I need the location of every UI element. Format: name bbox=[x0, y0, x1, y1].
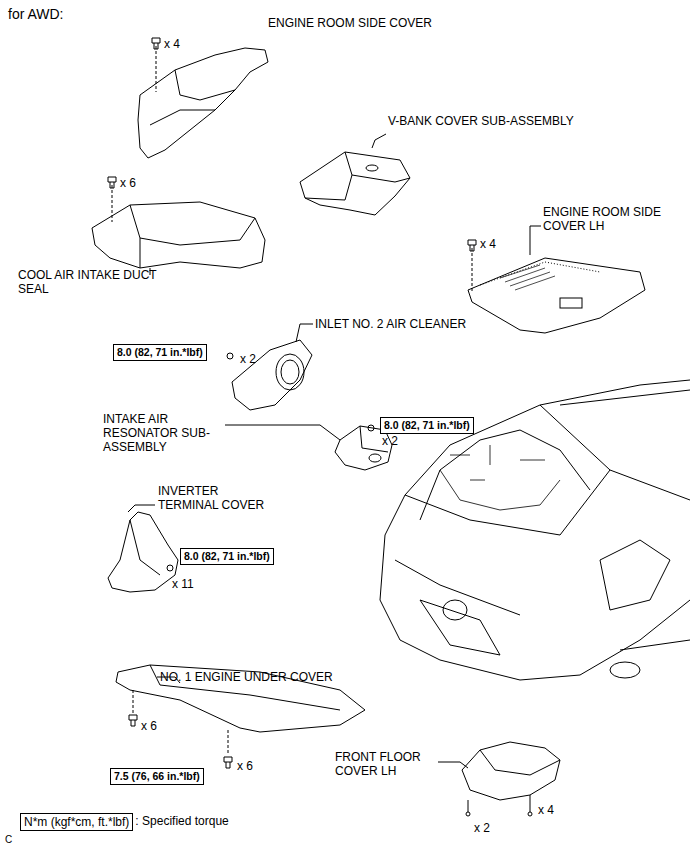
torque-box: 8.0 (82, 71 in.*lbf) bbox=[180, 548, 274, 565]
part-label: NO. 1 ENGINE UNDER COVER bbox=[160, 670, 333, 684]
part-label: : Specified torque bbox=[135, 814, 228, 828]
part-label: INTAKE AIR RESONATOR SUB-ASSEMBLY bbox=[103, 412, 228, 454]
quantity-label: x 11 bbox=[172, 577, 194, 591]
part-label: ENGINE ROOM SIDE COVER LH bbox=[543, 205, 668, 233]
part-label: ENGINE ROOM SIDE COVER bbox=[268, 16, 432, 30]
torque-value: N*m (kgf*cm, ft.*lbf) bbox=[24, 815, 129, 829]
torque-value: 8.0 (82, 71 in.*lbf) bbox=[117, 346, 203, 358]
quantity-label: x 2 bbox=[382, 434, 398, 448]
part-label: for AWD: bbox=[8, 6, 64, 22]
quantity-label: x 4 bbox=[480, 237, 496, 251]
quantity-label: x 6 bbox=[141, 719, 157, 733]
torque-value: 8.0 (82, 71 in.*lbf) bbox=[184, 550, 270, 562]
part-label: INLET NO. 2 AIR CLEANER bbox=[315, 317, 466, 331]
part-label: V-BANK COVER SUB-ASSEMBLY bbox=[388, 114, 574, 128]
part-label: COOL AIR INTAKE DUCT SEAL bbox=[18, 268, 168, 296]
part-label: FRONT FLOOR COVER LH bbox=[335, 750, 435, 778]
quantity-label: x 6 bbox=[120, 176, 136, 190]
torque-box: 7.5 (76, 66 in.*lbf) bbox=[110, 768, 204, 785]
torque-value: 8.0 (82, 71 in.*lbf) bbox=[384, 419, 470, 431]
torque-box: 8.0 (82, 71 in.*lbf) bbox=[113, 344, 207, 361]
part-label: INVERTER TERMINAL COVER bbox=[158, 484, 268, 512]
quantity-label: x 4 bbox=[164, 37, 180, 51]
quantity-label: x 2 bbox=[240, 352, 256, 366]
quantity-label: x 2 bbox=[474, 821, 490, 835]
torque-box: 8.0 (82, 71 in.*lbf) bbox=[380, 417, 474, 434]
quantity-label: x 6 bbox=[237, 759, 253, 773]
quantity-label: x 4 bbox=[538, 803, 554, 817]
torque-box: N*m (kgf*cm, ft.*lbf) bbox=[20, 813, 133, 831]
torque-value: 7.5 (76, 66 in.*lbf) bbox=[114, 770, 200, 782]
part-label: C bbox=[5, 834, 12, 846]
